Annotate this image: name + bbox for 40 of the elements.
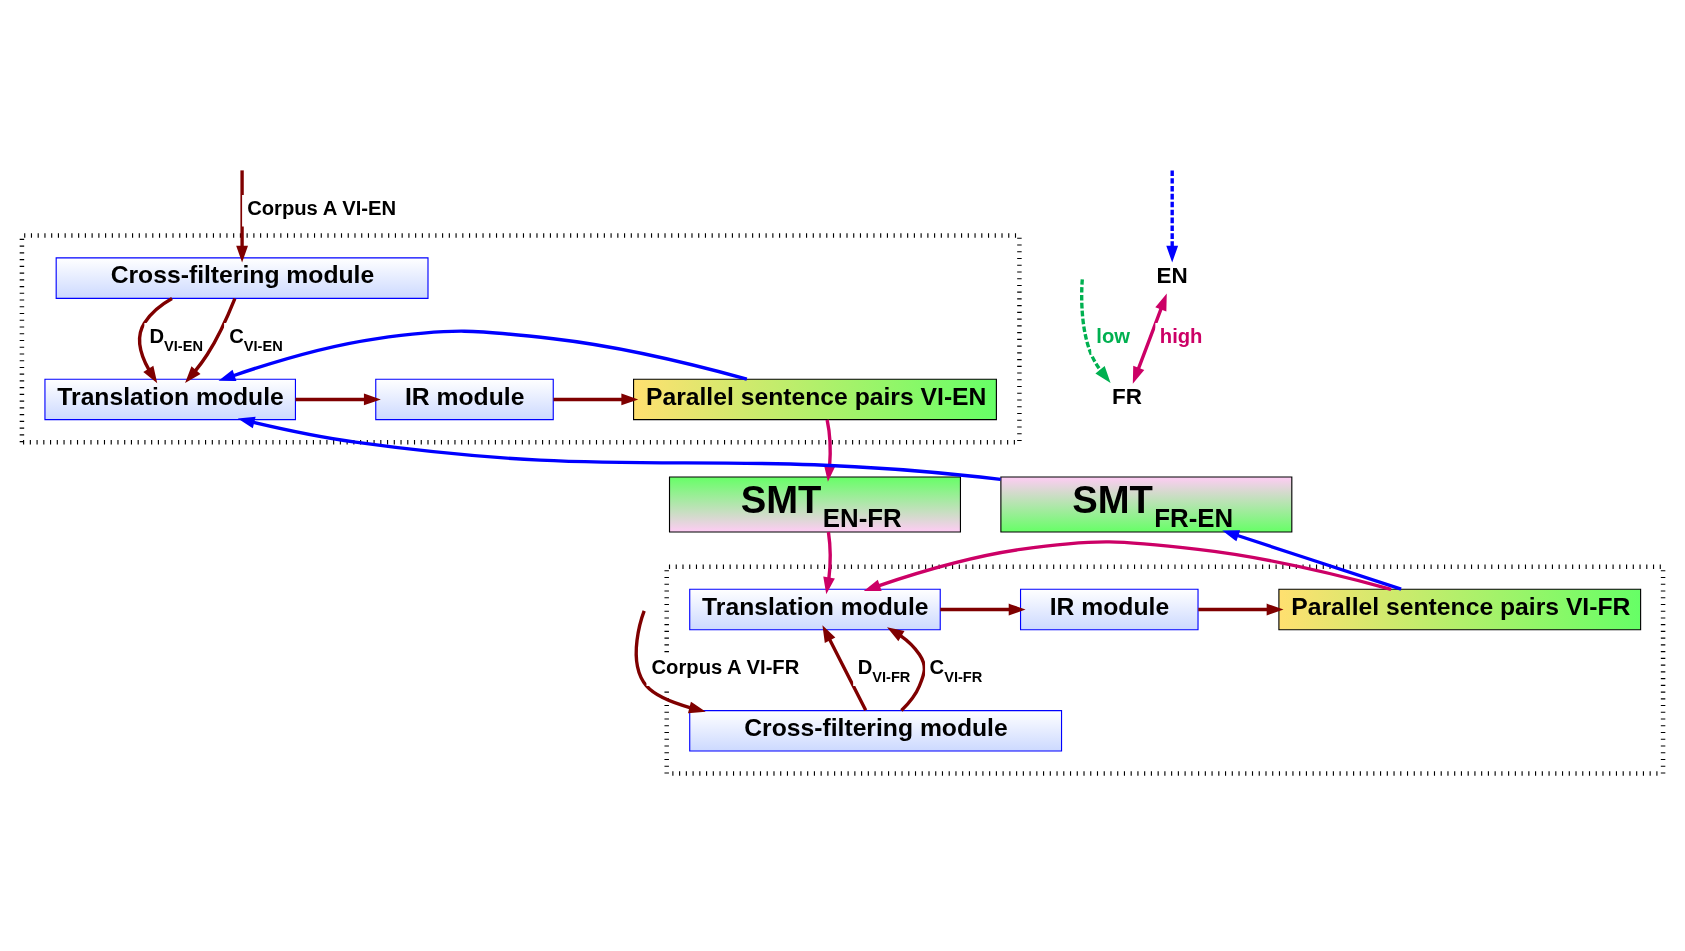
- arrow: [823, 531, 835, 594]
- node-text: EN: [1156, 262, 1188, 288]
- edge-label: high: [1159, 324, 1203, 347]
- arrow: [940, 603, 1026, 615]
- edge-label: Corpus A VI-FR: [651, 655, 800, 678]
- cluster: [19, 232, 1022, 444]
- edge-label: Corpus A VI-EN: [247, 196, 397, 219]
- node-box: Translation module: [44, 378, 296, 420]
- edge-label: C$_{VI-FR}$: [929, 655, 983, 685]
- node-text: FR: [1112, 383, 1143, 409]
- node-box: Cross-filtering module: [689, 709, 1063, 752]
- node-box: Parallel sentence pairs VI-FR: [1278, 588, 1642, 630]
- arrow: [1166, 169, 1179, 263]
- node-box: SMT$_{EN-FR}$: [668, 475, 961, 533]
- arrow: [1132, 293, 1167, 384]
- node-box: Parallel sentence pairs VI-EN: [633, 378, 997, 420]
- arrow: [634, 609, 706, 713]
- arrow: [137, 296, 173, 383]
- node-box: IR module: [1020, 588, 1199, 630]
- node-box: IR module: [375, 378, 554, 420]
- arrow: [185, 297, 237, 383]
- arrow: [863, 539, 1392, 591]
- arrow: [1222, 529, 1402, 591]
- node-box: Translation module: [689, 588, 941, 630]
- arrow: [1080, 278, 1111, 383]
- arrow: [887, 626, 927, 712]
- arrow: [237, 416, 1001, 481]
- arrow: [823, 419, 836, 482]
- node-box: SMT$_{FR-EN}$: [1000, 475, 1293, 533]
- arrow: [218, 329, 748, 381]
- node-box: Cross-filtering module: [55, 256, 429, 299]
- arrow: [553, 393, 639, 405]
- arrow: [236, 169, 248, 263]
- edge-label: low: [1096, 324, 1131, 347]
- arrow: [1198, 603, 1284, 615]
- edge-label: C$_{VI-EN}$: [229, 324, 283, 354]
- arrow: [295, 393, 381, 405]
- arrow: [822, 624, 868, 711]
- edge-label: D$_{VI-FR}$: [857, 655, 911, 685]
- edge-label: D$_{VI-EN}$: [149, 324, 203, 354]
